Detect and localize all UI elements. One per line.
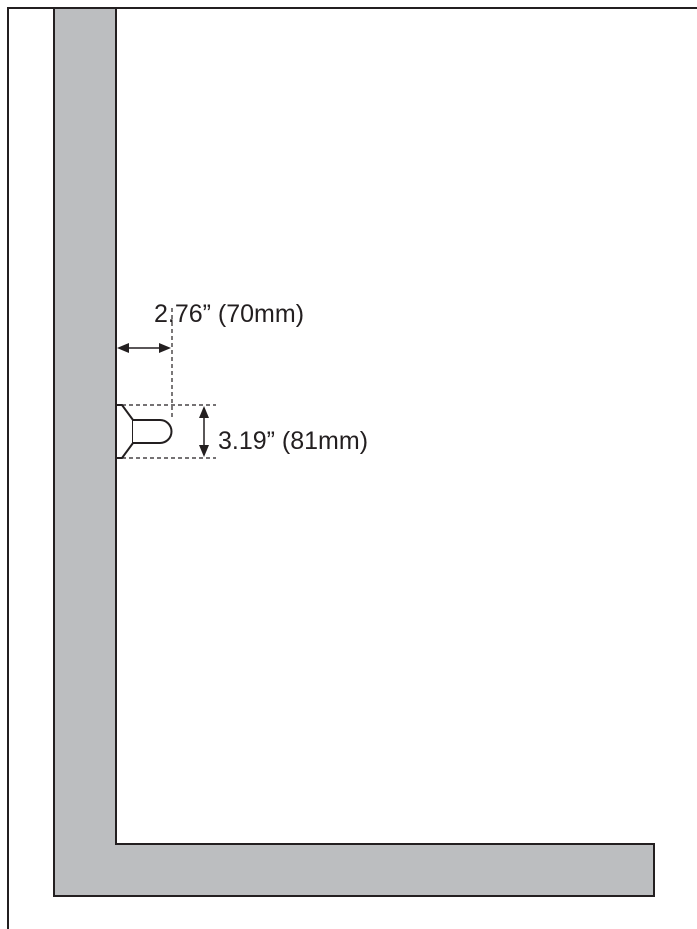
height-arrowhead-top <box>199 406 209 418</box>
height-label: 3.19” (81mm) <box>218 427 368 455</box>
height-dimension: 3.19” (81mm) <box>122 404 368 459</box>
anchor-body <box>133 419 173 444</box>
depth-label: 2.76” (70mm) <box>154 300 304 328</box>
page-frame <box>7 7 697 929</box>
wall-anchor-bracket-icon <box>115 404 173 459</box>
depth-arrowhead-right <box>159 343 171 353</box>
anchor-flange <box>115 404 134 459</box>
depth-dimension: 2.76” (70mm) <box>117 300 304 420</box>
depth-arrowhead-left <box>117 343 129 353</box>
height-arrowhead-bottom <box>199 445 209 457</box>
wall-floor-section <box>53 7 655 897</box>
